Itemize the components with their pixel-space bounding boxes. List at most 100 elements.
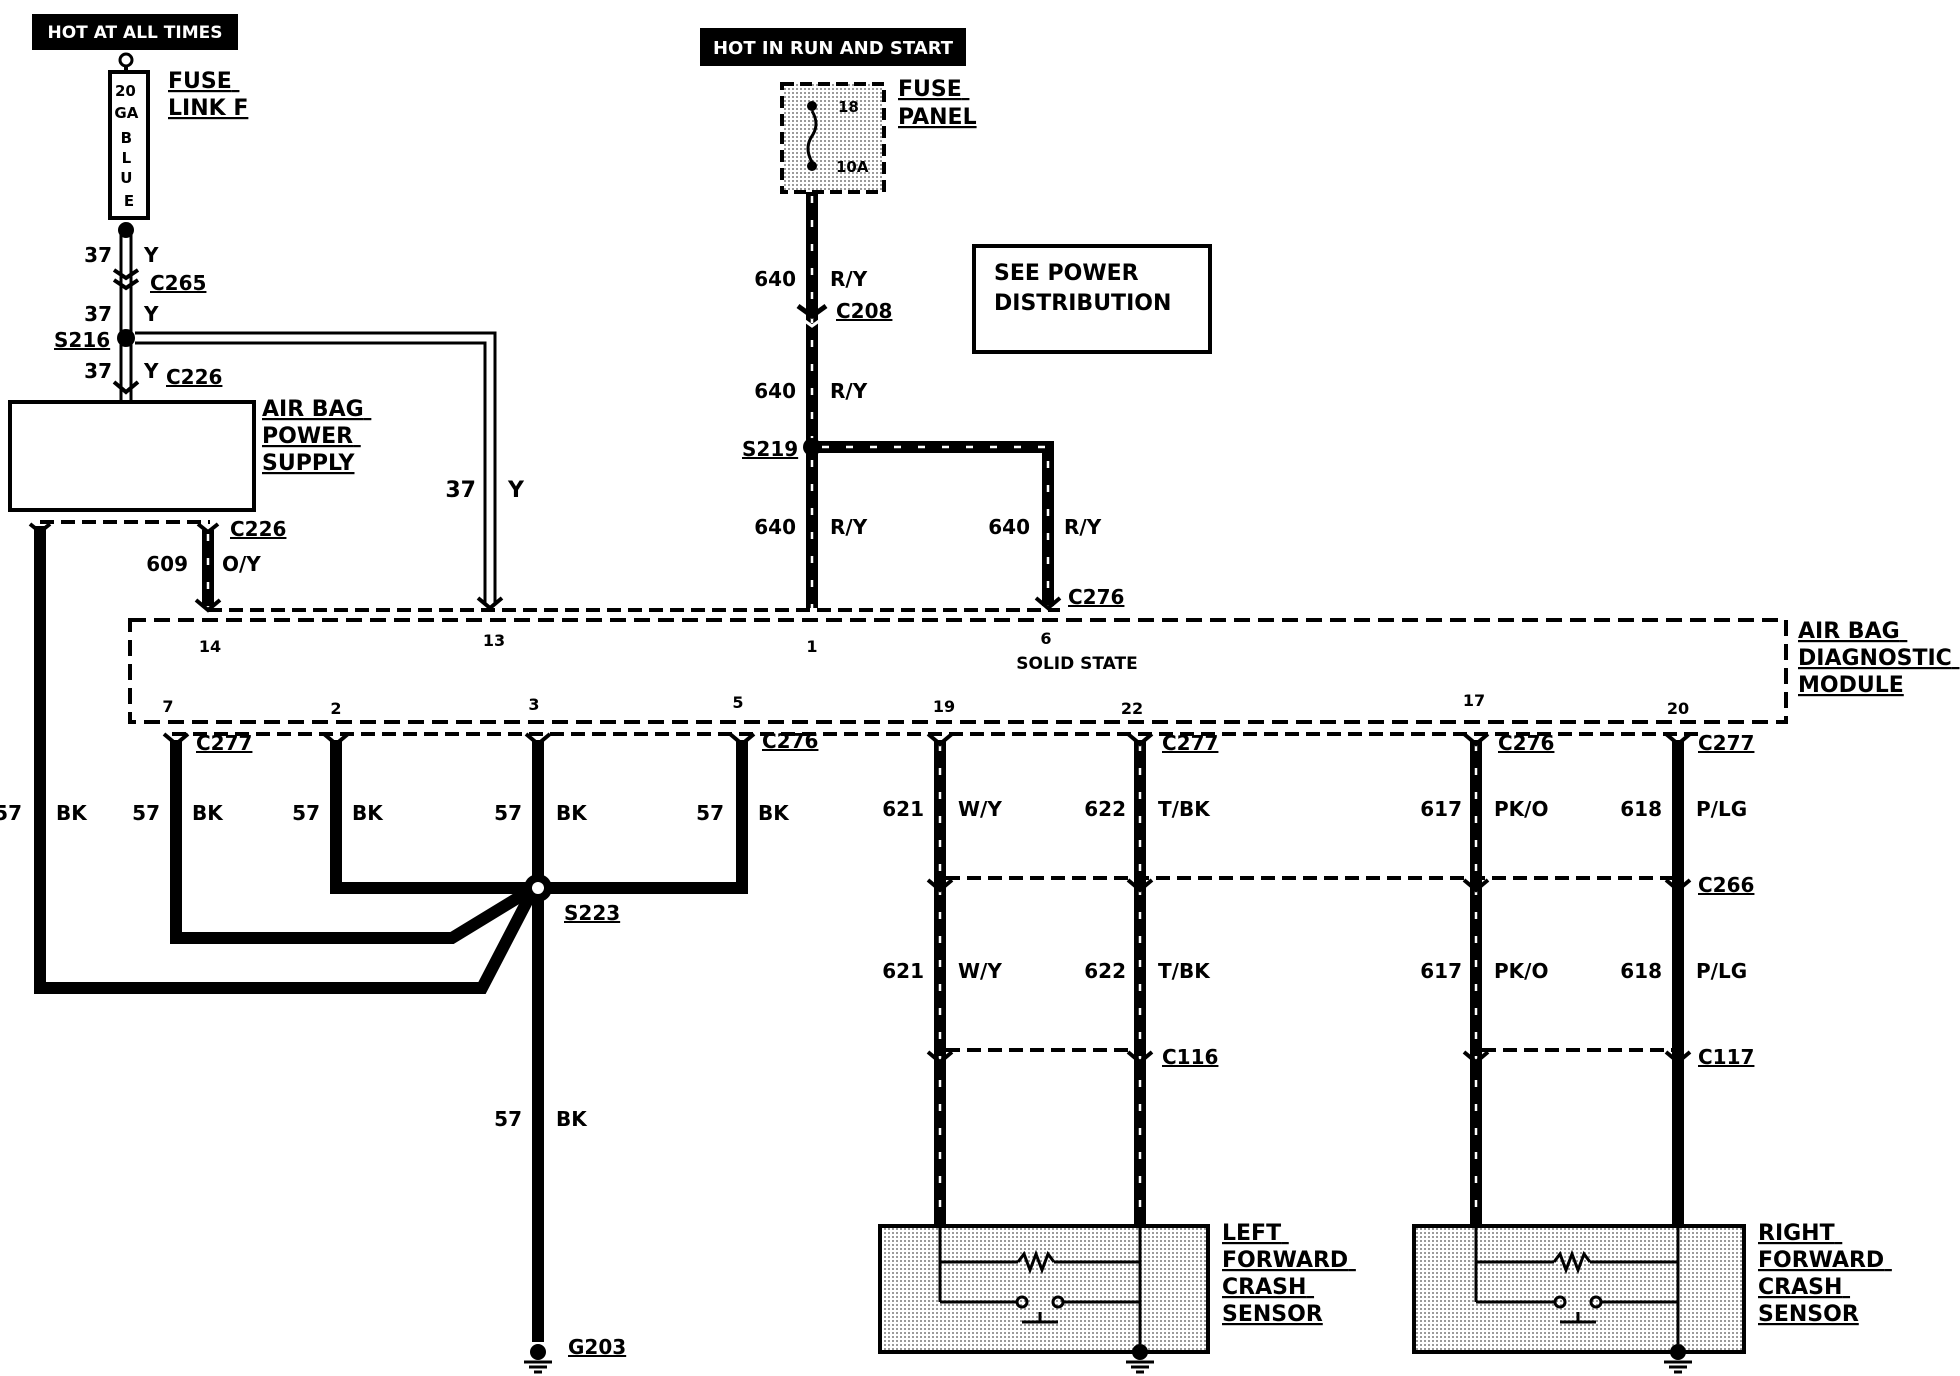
c276-right-label: C276 [1498,731,1554,755]
module-pin-6: 6 [1040,629,1051,648]
module-pin-13: 13 [483,631,505,650]
sensor-circuit-wires [934,740,1684,1226]
circuit-37-label-4: 37 [445,478,476,503]
circuit-617-label-2: 617 [1420,959,1462,983]
circuit-57-color-6: BK [556,1107,588,1131]
c277-right-label: C277 [1698,731,1754,755]
c226-bottom-label: C226 [230,517,286,541]
circuit-621-color-1: W/Y [958,797,1002,821]
circuit-37-color-1: Y [143,243,159,267]
c265-label: C265 [150,271,206,295]
module-pin-7: 7 [162,697,173,716]
g203-label: G203 [568,1335,626,1359]
circuit-37-color-2: Y [143,302,159,326]
module-pin-2: 2 [330,699,341,718]
right-sensor-label: RIGHT FORWARD CRASH SENSOR [1758,1221,1892,1327]
circuit-57-label-5: 57 [696,801,724,825]
hot-in-run-start-banner [700,28,966,66]
circuit-618-color-1: P/LG [1696,797,1747,821]
circuit-640-label-1: 640 [754,267,796,291]
fuse-link-body-4: L [122,149,132,167]
circuit-609-label: 609 [146,552,188,576]
hot-in-run-start-label: HOT IN RUN AND START [713,38,954,59]
fuse-link-label: FUSE LINK F [168,69,248,121]
circuit-37-label-2: 37 [84,302,112,326]
circuit-617-label-1: 617 [1420,797,1462,821]
circuit-618-label-1: 618 [1620,797,1662,821]
c277-left-label: C277 [196,731,252,755]
fuse-link-terminal [118,52,134,68]
circuit-640-color-4: R/Y [1064,515,1102,539]
right-forward-crash-sensor [1412,1224,1746,1354]
module-pin-20: 20 [1667,699,1689,718]
circuit-618-label-2: 618 [1620,959,1662,983]
note-text: SEE POWER DISTRIBUTION [994,261,1171,316]
circuit-621-color-2: W/Y [958,959,1002,983]
g203-ground-node [530,1344,546,1360]
circuit-57-color-2: BK [192,801,224,825]
circuit-37-color-3: Y [143,359,159,383]
air-bag-diagnostic-module [128,618,1788,724]
right-sensor-internal [1474,1226,1680,1344]
module-pin-17: 17 [1463,691,1485,710]
circuit-622-color-1: T/BK [1158,797,1211,821]
hot-at-all-times-label: HOT AT ALL TIMES [48,23,223,43]
fuse-panel-number: 18 [838,98,859,116]
circuit-57-color-5: BK [758,801,790,825]
circuit-37-branch [135,331,497,604]
c208-connector-mark [796,303,828,320]
fuse-link-body-1: 20 [115,82,136,100]
ground-symbol-g203 [524,1360,552,1374]
c226-top-label: C226 [166,365,222,389]
left-forward-crash-sensor [878,1224,1210,1354]
circuit-609-color: O/Y [222,552,261,576]
circuit-57-color-4: BK [556,801,588,825]
s216-splice [117,329,135,347]
c276-top-label: C276 [1068,585,1124,609]
circuit-37-label-1: 37 [84,243,112,267]
fuse-panel-label: FUSE PANEL [898,77,977,130]
circuit-57-color-1: BK [56,801,88,825]
circuit-37-feed [119,232,133,400]
left-sensor-label: LEFT FORWARD CRASH SENSOR [1222,1221,1356,1327]
module-pin-5: 5 [732,693,743,712]
fuse-panel [780,82,886,194]
c277-mid-label: C277 [1162,731,1218,755]
module-pin-3: 3 [528,695,539,714]
circuit-640-branch [812,441,1054,606]
circuit-621-label-2: 621 [882,959,924,983]
c276-mid-label: C276 [762,729,818,753]
module-pin-19: 19 [933,697,955,716]
module-pin-14: 14 [199,637,221,656]
c266-label: C266 [1698,873,1754,897]
fuse-link-body-text: 20 GA B L U E [114,82,143,210]
power-supply-label: AIR BAG POWER SUPPLY [262,397,371,476]
circuit-621-label-1: 621 [882,797,924,821]
c265-connector-mark [112,268,140,281]
circuit-37-label-3: 37 [84,359,112,383]
circuit-640-color-2: R/Y [830,379,868,403]
hot-at-all-times-banner [32,14,238,50]
module-pin-22: 22 [1121,699,1143,718]
ground-symbol-left-sensor [1126,1360,1154,1374]
circuit-640-label-2: 640 [754,379,796,403]
module-pin-1: 1 [806,637,817,656]
circuit-618-color-2: P/LG [1696,959,1747,983]
c208-label: C208 [836,299,892,323]
circuit-640-color-3: R/Y [830,515,868,539]
s223-label: S223 [564,901,620,925]
see-power-distribution-note [972,244,1212,354]
module-label: AIR BAG DIAGNOSTIC MODULE [1798,619,1960,698]
circuit-37-color-4: Y [507,478,525,503]
module-type: SOLID STATE [1016,654,1137,674]
fuse-link [108,70,150,220]
circuit-640-color-1: R/Y [830,267,868,291]
fuse-link-body-3: B [121,129,132,147]
s216-label: S216 [54,328,110,352]
circuit-617-color-2: PK/O [1494,959,1548,983]
circuit-622-color-2: T/BK [1158,959,1211,983]
circuit-640-label-3: 640 [754,515,796,539]
air-bag-power-supply [8,400,256,512]
circuit-622-label-1: 622 [1084,797,1126,821]
